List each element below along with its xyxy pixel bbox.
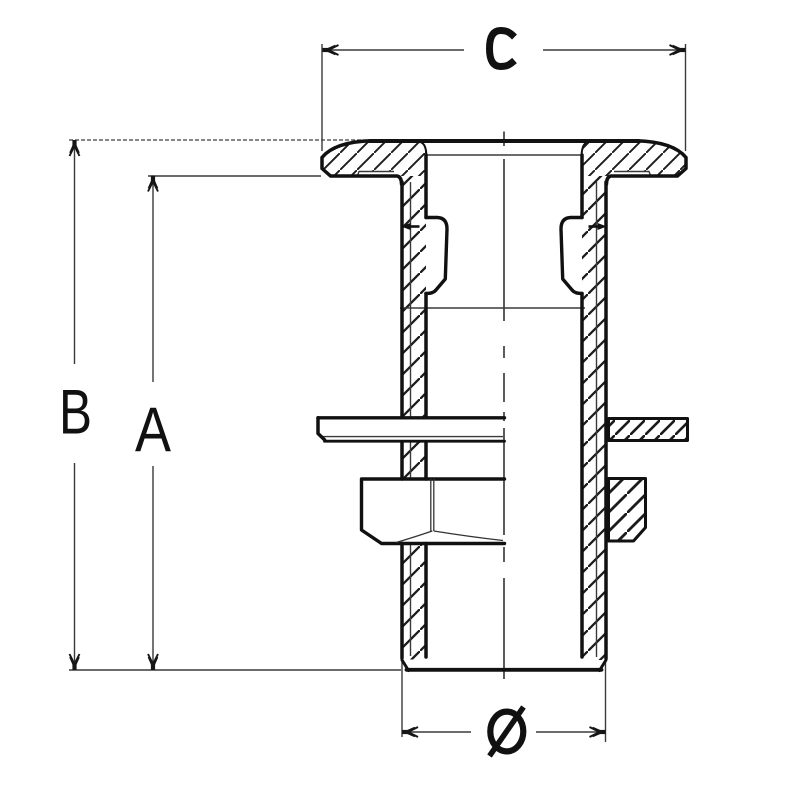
svg-text:A: A — [135, 395, 171, 465]
svg-text:B: B — [59, 378, 92, 448]
